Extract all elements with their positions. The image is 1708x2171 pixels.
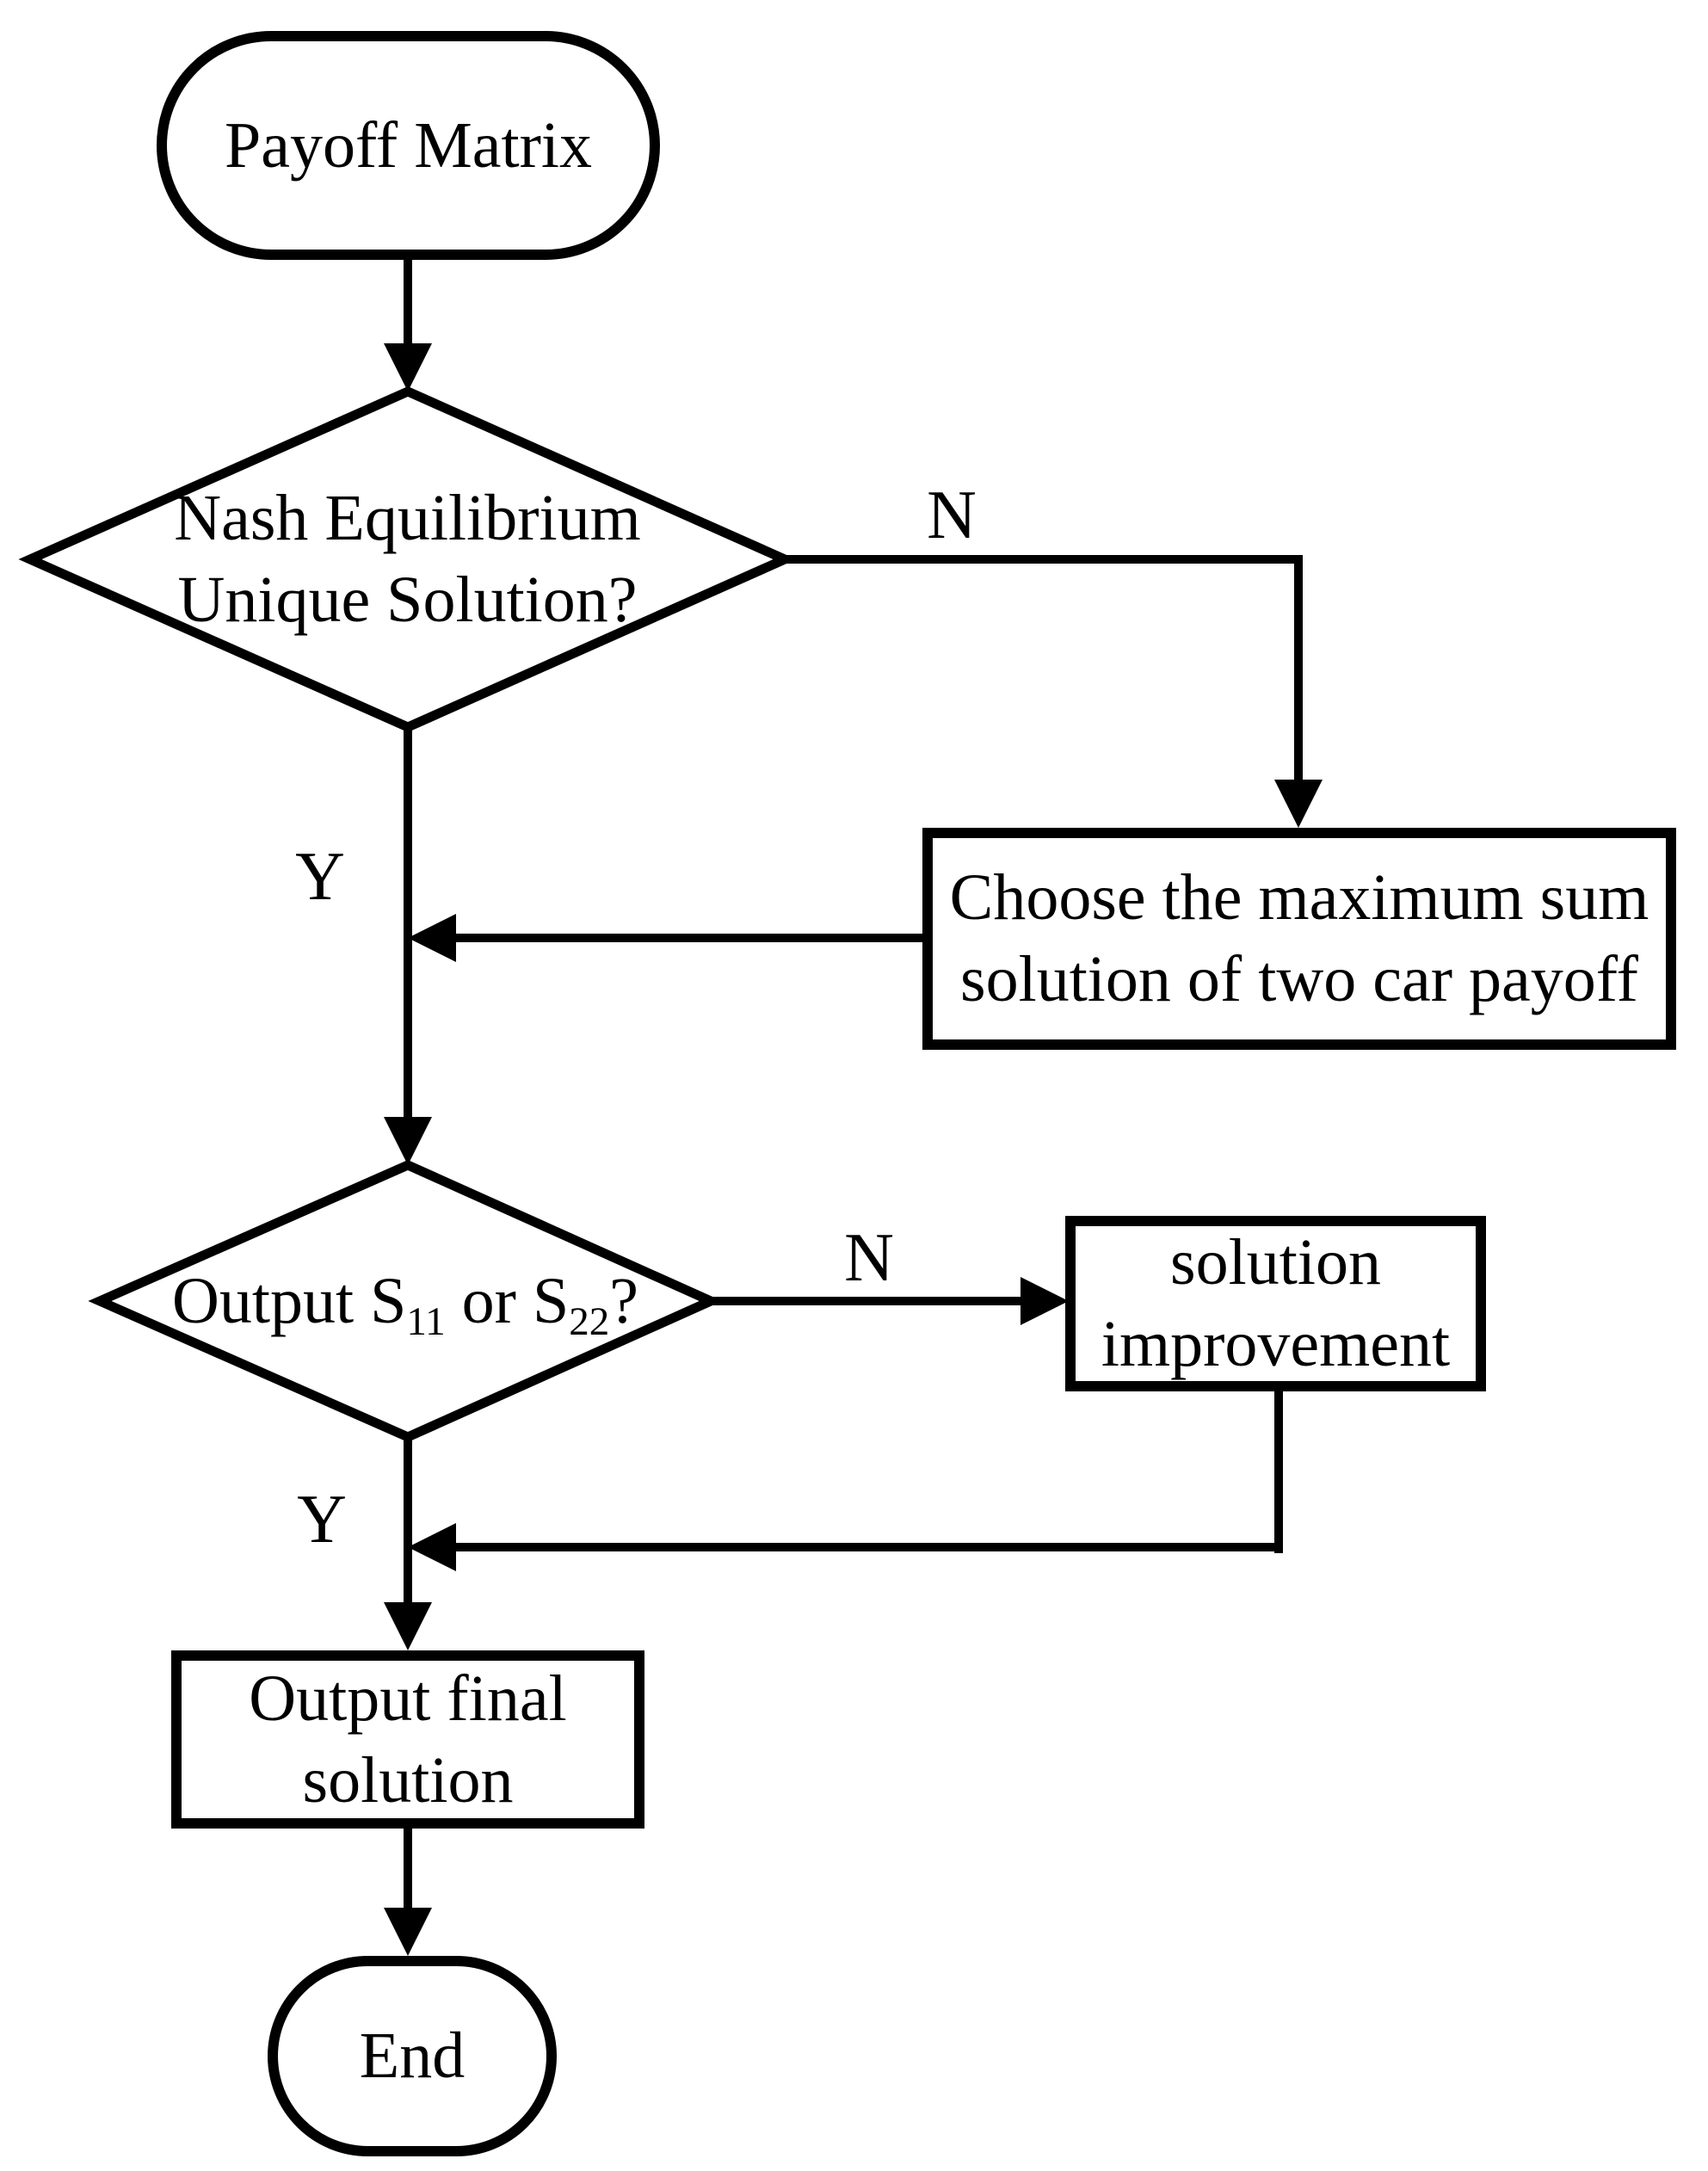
arrowhead-down-icon (384, 1908, 432, 1956)
connector-final-to-end (404, 1827, 412, 1909)
decision2-text: Output S11 or S22? (172, 1264, 638, 1344)
process-max-sum-line1: Choose the maximum sum (949, 861, 1649, 934)
decision1-node: Nash Equilibrium Unique Solution? (30, 392, 785, 727)
decision2-yes-label: Y (297, 1482, 347, 1557)
connector-decision2-to-final (404, 1435, 412, 1604)
decision2-node: Output S11 or S22? (100, 1165, 711, 1437)
connector-decision1-no-vertical (1294, 555, 1303, 780)
arrowhead-down-icon (1274, 780, 1323, 828)
connector-decision2-no (709, 1297, 1020, 1305)
arrowhead-left-icon (408, 914, 456, 962)
arrowhead-down-icon (384, 343, 432, 392)
decision1-yes-label: Y (295, 839, 345, 915)
decision1-line1: Nash Equilibrium (174, 482, 641, 554)
start-node: Payoff Matrix (157, 31, 660, 260)
process-final-line2: solution (302, 1743, 514, 1816)
connector-maxsum-to-mainline (454, 934, 922, 942)
process-final-line1: Output final (249, 1662, 567, 1735)
process-final-node: Output final solution (171, 1650, 644, 1829)
subscript-22: 22 (569, 1298, 610, 1344)
decision1-no-label: N (927, 478, 977, 553)
start-node-label: Payoff Matrix (224, 108, 593, 182)
subscript-11: 11 (406, 1298, 446, 1344)
process-improvement-node: solution improvement (1065, 1216, 1486, 1391)
arrowhead-down-icon (384, 1602, 432, 1650)
end-node: End (268, 1956, 557, 2156)
process-max-sum-line2: solution of two car payoff (960, 943, 1638, 1015)
decision1-line2: Unique Solution? (177, 564, 638, 636)
connector-decision1-no-horizontal (780, 555, 1303, 564)
connector-improvement-down (1274, 1390, 1283, 1553)
process-improvement-line2: improvement (1101, 1308, 1451, 1380)
end-node-label: End (359, 2020, 466, 2092)
arrowhead-left-icon (408, 1523, 456, 1571)
decision2-no-label: N (844, 1220, 894, 1296)
arrowhead-down-icon (384, 1117, 432, 1165)
connector-start-to-decision1 (404, 255, 412, 348)
connector-improvement-to-mainline (454, 1543, 1283, 1551)
process-improvement-line1: solution (1170, 1226, 1381, 1298)
connector-decision1-to-decision2 (404, 727, 412, 1119)
arrowhead-right-icon (1020, 1277, 1069, 1325)
process-max-sum-node: Choose the maximum sum solution of two c… (922, 828, 1676, 1050)
